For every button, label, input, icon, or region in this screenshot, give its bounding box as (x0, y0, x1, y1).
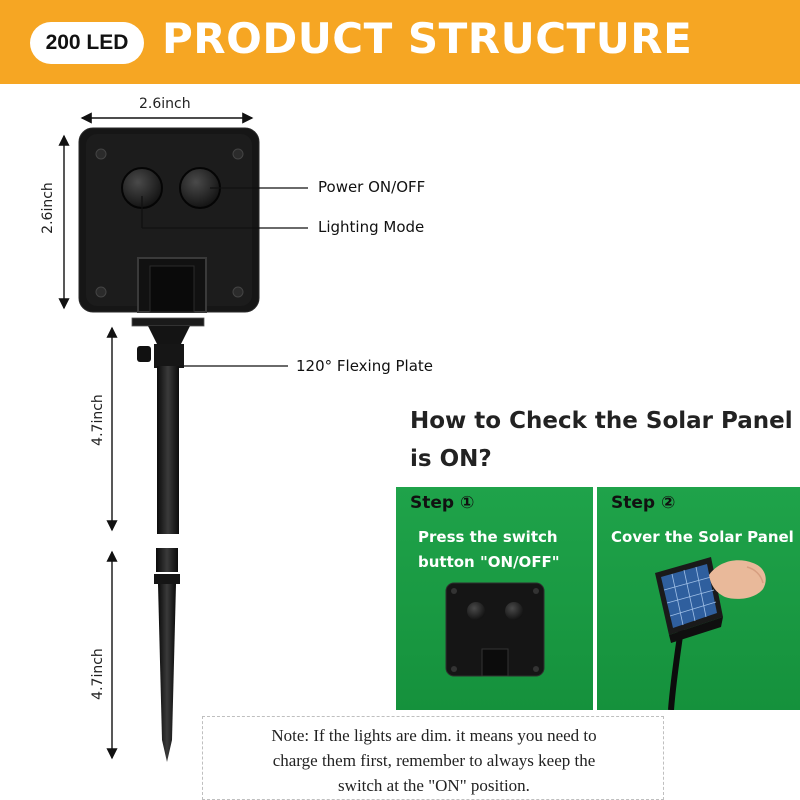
upper-stake-length-label: 4.7inch (90, 394, 106, 446)
step-1-description: Press the switch button "ON/OFF" (418, 528, 560, 571)
plate-callout-label: 120° Flexing Plate (296, 357, 434, 375)
screw-icon (232, 286, 244, 298)
step-2-label: Step ② (611, 493, 676, 513)
screw-icon (95, 148, 107, 160)
flexing-plate (131, 317, 205, 368)
solar-panel-photo (655, 557, 766, 710)
screw-icon (95, 286, 107, 298)
control-box (78, 127, 260, 313)
power-callout-label: Power ON/OFF (318, 178, 426, 196)
hand-icon (709, 560, 766, 599)
header-banner: 200 LED PRODUCT STRUCTURE (0, 0, 800, 84)
check-solar-heading: How to Check the Solar Panel is ON? (410, 408, 793, 472)
note-text: Note: If the lights are dim. it means yo… (271, 726, 597, 795)
control-box-photo (445, 582, 545, 677)
lower-stake (154, 548, 180, 762)
box-height-label: 2.6inch (40, 182, 56, 234)
screw-icon (232, 148, 244, 160)
switch-button-icon (467, 602, 485, 620)
step-2-panel: Step ② Cover the Solar Panel (597, 487, 800, 710)
solar-panel-icon (655, 557, 723, 643)
step-2-description: Cover the Solar Panel (611, 528, 794, 546)
step-1-panel: Step ① Press the switch button "ON/OFF" (396, 487, 593, 710)
upper-stake (157, 366, 179, 534)
mode-callout-label: Lighting Mode (318, 218, 425, 236)
led-count-badge: 200 LED (30, 22, 144, 64)
switch-button-icon (505, 602, 523, 620)
page-title: PRODUCT STRUCTURE (162, 14, 693, 63)
box-width-label: 2.6inch (139, 96, 191, 112)
step-1-label: Step ① (410, 493, 475, 513)
lower-stake-length-label: 4.7inch (90, 648, 106, 700)
note-box: Note: If the lights are dim. it means yo… (202, 716, 664, 800)
